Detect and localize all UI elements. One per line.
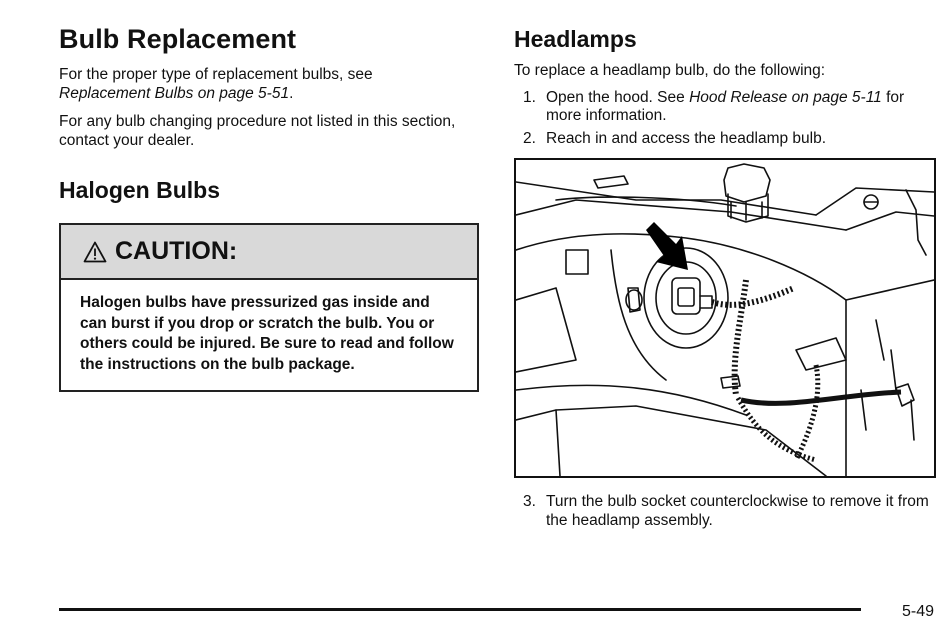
section-title-halogen: Halogen Bulbs [59, 177, 221, 203]
section-title-headlamps: Headlamps [514, 26, 637, 52]
dealer-paragraph: For any bulb changing procedure not list… [59, 113, 456, 149]
intro-paragraph: For the proper type of replacement bulbs… [59, 66, 373, 102]
headlamp-illustration [514, 158, 936, 478]
page-title: Bulb Replacement [59, 24, 297, 54]
caution-box: CAUTION: Halogen bulbs have pressurized … [59, 223, 479, 392]
intro-text: For the proper type of replacement bulbs… [59, 66, 373, 83]
headlamp-bulb-drawing [516, 163, 934, 476]
pointer-arrow [646, 222, 688, 270]
page-number: 5-49 [902, 603, 935, 620]
caution-text: Halogen bulbs have pressurized gas insid… [80, 294, 454, 373]
step-3-block: 3. Turn the bulb socket counterclockwise… [514, 493, 938, 534]
right-column: Headlamps To replace a headlamp bulb, do… [514, 24, 938, 152]
step-item: 2. Reach in and access the headlamp bulb… [523, 129, 827, 147]
caution-title: CAUTION: [115, 237, 238, 265]
footer-rule [59, 608, 861, 611]
warning-triangle-icon [83, 241, 107, 262]
step-item: 3. Turn the bulb socket counterclockwise… [523, 493, 929, 529]
hood-release-reference: Hood Release on page 5-11 [689, 88, 882, 106]
step-item: 1. Open the hood. See Hood Release on pa… [523, 88, 905, 125]
replacement-bulbs-reference: Replacement Bulbs on page 5-51 [59, 84, 290, 102]
steps-list-continued: 3. Turn the bulb socket counterclockwise… [514, 493, 938, 530]
steps-list: 1. Open the hood. See Hood Release on pa… [514, 89, 938, 149]
left-column: Bulb Replacement For the proper type of … [59, 22, 482, 392]
caution-header: CAUTION: [61, 225, 477, 280]
headlamps-intro: To replace a headlamp bulb, do the follo… [514, 62, 826, 79]
